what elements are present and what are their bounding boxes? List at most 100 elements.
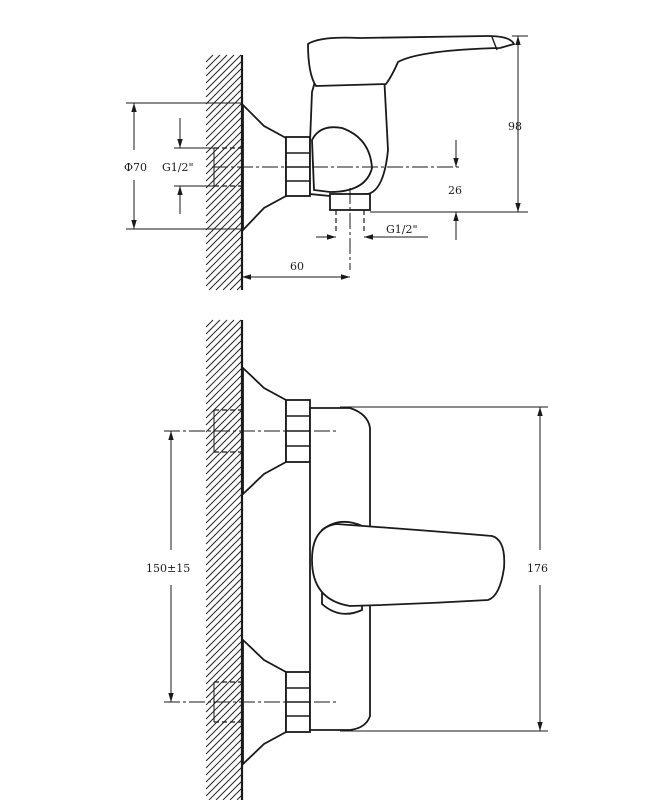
hatch-line	[205, 423, 243, 461]
hatch-line	[205, 633, 243, 671]
hatch-line	[205, 598, 243, 636]
hatch-line	[205, 577, 243, 615]
handle-lever-side	[307, 35, 516, 87]
cartridge-cover-side	[311, 126, 373, 193]
hatch-line	[205, 360, 243, 398]
front-view: 150±15 176	[146, 319, 548, 800]
hatch-line	[205, 640, 243, 678]
hatch-line	[205, 542, 243, 580]
hatch-line	[205, 54, 235, 84]
hatch-line	[205, 319, 228, 342]
hatch-line	[229, 277, 243, 291]
hatch-line	[205, 465, 243, 503]
hatch-line	[205, 200, 243, 238]
hatch-line	[205, 759, 243, 797]
hatch-line	[205, 235, 243, 273]
hatch-line	[208, 766, 243, 800]
hatch-line	[205, 563, 243, 601]
label-height-98: 98	[508, 120, 522, 133]
hatch-line	[205, 731, 243, 769]
hatch-line	[222, 270, 243, 291]
hatch-line	[205, 109, 243, 147]
hatch-line	[215, 263, 243, 291]
hatch-line	[205, 661, 243, 699]
hatch-line	[205, 689, 243, 727]
dim-body-height	[340, 406, 548, 732]
hatch-line	[205, 353, 243, 391]
hatch-line	[205, 367, 243, 405]
hatch-line	[205, 319, 214, 328]
hatch-line	[205, 696, 243, 734]
hatch-line	[205, 458, 243, 496]
label-outlet-offset: 26	[448, 184, 462, 197]
dim-height-98	[460, 35, 528, 213]
hatch-line	[205, 130, 243, 168]
hatch-line	[205, 151, 243, 189]
hatch-line	[205, 570, 243, 608]
hatch-line	[205, 221, 243, 259]
hatch-line	[205, 395, 243, 433]
hatch-line	[205, 374, 243, 412]
hatch-line	[222, 780, 243, 800]
hatch-line	[215, 773, 243, 800]
hatch-line	[205, 319, 221, 335]
hatch-line	[205, 54, 242, 91]
hatch-line	[205, 172, 243, 210]
hatch-line	[205, 346, 243, 384]
hatch-line	[205, 479, 243, 517]
hatch-line	[205, 591, 243, 629]
hatch-line	[205, 207, 243, 245]
label-wall-thread: G1/2"	[162, 161, 194, 174]
hatch-line	[205, 388, 243, 426]
hatch-line	[205, 612, 243, 650]
wall-hatch-top	[205, 54, 243, 291]
hatch-line	[205, 556, 243, 594]
hatch-line	[205, 88, 243, 126]
hatch-line	[205, 752, 243, 790]
hatch-line	[205, 74, 243, 112]
handle-lever-front	[311, 523, 506, 607]
hatch-line	[205, 619, 243, 657]
dim-flange-diameter	[126, 102, 243, 230]
hatch-line	[205, 144, 243, 182]
hatch-line	[205, 54, 228, 77]
hatch-line	[205, 493, 243, 531]
hatch-line	[205, 605, 243, 643]
hatch-line	[205, 717, 243, 755]
label-projection-60: 60	[290, 260, 304, 273]
hatch-line	[205, 584, 243, 622]
hatch-line	[205, 647, 243, 685]
hatch-line	[205, 514, 243, 552]
hatch-line	[205, 165, 243, 203]
hatch-line	[205, 521, 243, 559]
hatch-line	[205, 381, 243, 419]
hatch-line	[205, 228, 243, 266]
hatch-line	[205, 486, 243, 524]
hatch-line	[205, 332, 243, 370]
hatch-line	[205, 528, 243, 566]
hatch-line	[205, 668, 243, 706]
hatch-line	[205, 654, 243, 692]
dim-wall-thread	[174, 118, 214, 214]
hatch-line	[205, 60, 243, 98]
hatch-line	[205, 54, 221, 70]
hatch-line	[205, 430, 243, 468]
hatch-line	[205, 507, 243, 545]
hatch-line	[205, 319, 235, 349]
hatch-line	[205, 500, 243, 538]
label-flange-diameter: Φ70	[124, 161, 147, 174]
label-center-distance: 150±15	[146, 562, 190, 575]
hatch-line	[205, 437, 243, 475]
hatch-line	[205, 339, 243, 377]
hatch-line	[205, 724, 243, 762]
hatch-line	[205, 193, 243, 231]
hatch-line	[205, 67, 243, 105]
hatch-line	[205, 81, 243, 119]
hatch-line	[229, 787, 243, 800]
hatch-line	[205, 535, 243, 573]
hatch-line	[205, 451, 243, 489]
hatch-line	[205, 710, 243, 748]
hatch-line	[205, 95, 243, 133]
wall-hatch-bottom	[205, 319, 243, 800]
